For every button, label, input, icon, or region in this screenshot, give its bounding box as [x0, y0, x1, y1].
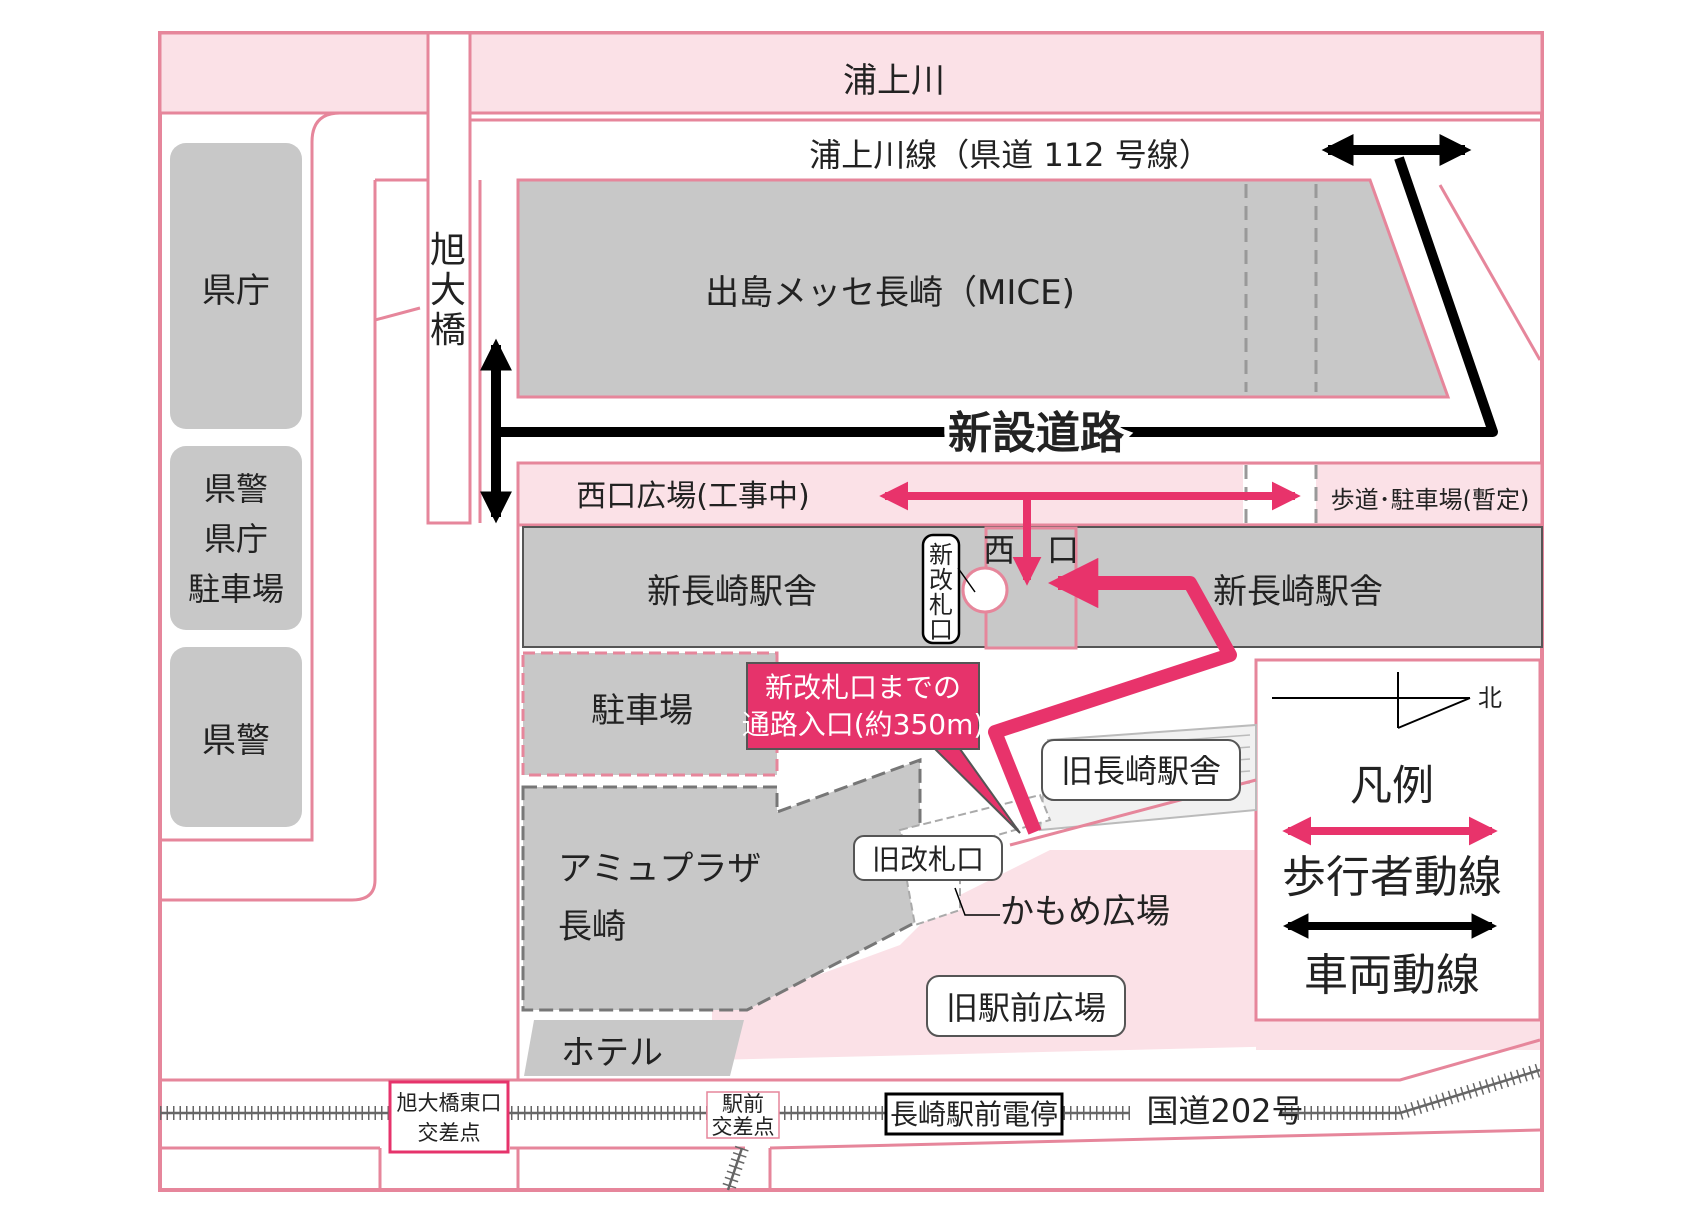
tram-branch-ties [721, 1145, 749, 1193]
callout-line-2: 通路入口(約350m) [742, 708, 985, 741]
kamome-label: かもめ広場 [1000, 892, 1170, 932]
police-building [170, 647, 302, 827]
police-parking-label-1: 県警 [204, 470, 268, 508]
road-edge-bridge-ramp [374, 306, 421, 322]
legend-pedestrian-label: 歩行者動線 [1282, 852, 1502, 903]
old-plaza-label-box [926, 975, 1126, 1037]
west-plaza-label: 西口広場(工事中) [576, 479, 809, 514]
police-parking-label-2: 県庁 [204, 520, 268, 558]
police-parking-label-3: 駐車場 [188, 570, 284, 608]
bridge-label-3: 橋 [430, 310, 466, 351]
new-gate-label-4: 口 [929, 616, 953, 644]
intersection-1-label-1: 旭大橋東口 [397, 1091, 502, 1115]
old-plaza-bottom-edge [712, 1038, 1541, 1082]
hotel-label: ホテル [561, 1033, 663, 1073]
old-plaza-label: 旧駅前広場 [946, 989, 1106, 1027]
hotel-building [524, 1020, 744, 1076]
callout-box [746, 662, 980, 750]
river-area [158, 31, 1544, 115]
police-parking-building [170, 446, 302, 630]
intersection-2-box [706, 1091, 780, 1139]
new-gate-label-2: 改 [929, 566, 953, 594]
intersection-1-box [388, 1080, 510, 1154]
amu-label-1: アミュプラザ [558, 849, 761, 889]
station-east-label: 新長崎駅舎 [1213, 572, 1383, 612]
west-exit-label: 西 口 [983, 531, 1079, 569]
new-gate-leader [957, 567, 976, 593]
callout-line-1: 新改札口までの [765, 671, 961, 704]
new-gate-label-box [921, 533, 961, 645]
prefecture-office-label: 県庁 [202, 271, 270, 311]
tram-stop-label: 長崎駅前電停 [890, 1098, 1058, 1131]
parking-building [521, 651, 779, 777]
tram-line-east [1399, 1068, 1541, 1115]
police-label: 県警 [202, 721, 270, 761]
road-edge-left [160, 111, 470, 842]
route112-label: 浦上川線（県道 112 号線） [809, 136, 1210, 174]
mice-label: 出島メッセ長崎（MICE) [705, 273, 1075, 313]
route202-label: 国道202号 [1146, 1092, 1303, 1130]
old-gate-label-box [853, 835, 1003, 881]
new-gate-circle [961, 566, 1009, 614]
old-gate-label: 旧改札口 [872, 843, 984, 876]
new-gate-label-3: 札 [929, 591, 953, 619]
intersection-2-label-2: 交差点 [712, 1115, 775, 1139]
bridge [426, 31, 472, 525]
route202-bg [1130, 1090, 1280, 1132]
legend-title: 凡例 [1350, 761, 1434, 810]
legend-vehicle-label: 車両動線 [1304, 950, 1480, 1001]
river-label: 浦上川 [843, 61, 945, 101]
pedestrian-route-main [988, 557, 1237, 835]
tram-stop-box [884, 1092, 1064, 1136]
new-gate-label-1: 新 [929, 541, 953, 569]
road-edge-left-inner [160, 180, 377, 902]
bridge-label-1: 旭 [430, 230, 466, 271]
callout-pointer [932, 748, 1021, 834]
vehicle-route-new-road [496, 156, 1498, 437]
prefecture-office-building [170, 143, 302, 429]
intersection-2-label-1: 駅前 [722, 1092, 764, 1116]
north-label: 北 [1478, 684, 1502, 712]
bridge-label-2: 大 [430, 270, 466, 311]
north-line-d [1397, 697, 1471, 729]
right-road-edge [1438, 184, 1542, 361]
amu-label-2: 長崎 [558, 907, 626, 947]
intersection-1-label-2: 交差点 [418, 1121, 481, 1145]
old-station-label: 旧長崎駅舎 [1061, 752, 1221, 790]
new-road-label: 新設道路 [948, 408, 1125, 459]
mice-building [516, 178, 1451, 399]
old-station-label-box [1041, 739, 1241, 801]
kamome-leader [954, 887, 1000, 916]
station-west-label: 新長崎駅舎 [647, 572, 817, 612]
road-edge-bottom-4 [769, 1128, 1541, 1150]
parking-label: 駐車場 [591, 691, 693, 731]
sidewalk-temp-label: 歩道･駐車場(暫定) [1331, 486, 1530, 514]
